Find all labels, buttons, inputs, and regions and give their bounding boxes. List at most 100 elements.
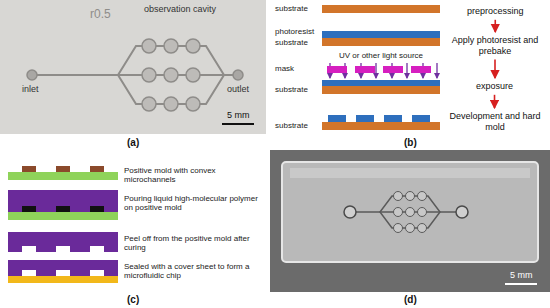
- groove: [56, 270, 70, 276]
- convex-channel: [22, 166, 36, 172]
- process-step: preprocessing: [465, 5, 526, 18]
- panel-label: (b): [404, 137, 417, 149]
- light-source-label: UV or other light source: [339, 51, 423, 60]
- mask-block: [355, 66, 375, 73]
- photo-background: [270, 150, 550, 292]
- polymer-layer: [8, 190, 118, 212]
- step-text: exposure: [476, 81, 513, 92]
- convex-channel: [22, 206, 36, 212]
- port-label: inlet: [22, 84, 39, 94]
- photoresist-block: [384, 115, 402, 122]
- radius-label: r0.5: [90, 8, 111, 22]
- mold-bumps: [22, 166, 104, 172]
- substrate-layer: [322, 86, 440, 94]
- cavity-outline: [118, 46, 224, 104]
- mold-bumps: [22, 206, 104, 212]
- photoresist-layer: [322, 31, 440, 38]
- flow-arrow: [494, 95, 496, 108]
- panel-label: (d): [404, 294, 417, 306]
- layer-label: photoresist: [275, 27, 314, 36]
- outlet-port: [456, 206, 468, 218]
- chamber: [406, 224, 415, 233]
- step-label: Pouring liquid high-molecular polymer on…: [124, 194, 262, 212]
- panel-label: (c): [127, 294, 139, 306]
- scale-bar: [222, 123, 254, 125]
- substrate-layer: [322, 5, 440, 13]
- channel-grooves: [22, 270, 104, 276]
- layer-label: substrate: [275, 4, 308, 13]
- groove: [56, 246, 70, 252]
- step-label: Positive mold with convex microchannels: [124, 166, 262, 184]
- chamber: [164, 39, 178, 53]
- cavity-chambers: [394, 192, 427, 233]
- chamber: [164, 97, 178, 111]
- flow-arrow: [494, 20, 496, 32]
- process-step: Apply photoresist and prebake: [443, 34, 547, 58]
- chamber: [186, 68, 200, 82]
- chamber: [418, 192, 427, 201]
- substrate-layer: [322, 122, 440, 130]
- chamber: [418, 224, 427, 233]
- groove: [22, 246, 36, 252]
- mask-block: [383, 66, 403, 73]
- layer-label: substrate: [275, 121, 308, 130]
- step-label: Peel off from the positive mold after cu…: [124, 234, 262, 252]
- step-label: Sealed with a cover sheet to form a micr…: [124, 262, 262, 280]
- channel-layout: [37, 46, 233, 104]
- cavity-chambers: [142, 39, 200, 111]
- mask-block: [327, 66, 347, 73]
- positive-mold: [8, 172, 118, 180]
- process-step: Development and hard mold: [443, 110, 547, 134]
- chamber: [142, 68, 156, 82]
- convex-channel: [56, 166, 70, 172]
- port-label: outlet: [227, 84, 249, 94]
- chamber: [394, 208, 403, 217]
- chamber: [142, 97, 156, 111]
- inlet-port: [27, 70, 37, 80]
- chamber: [186, 97, 200, 111]
- outlet-channel: [224, 74, 233, 76]
- layer-label: substrate: [275, 38, 308, 47]
- chamber: [406, 208, 415, 217]
- inlet-channel: [356, 211, 380, 213]
- polymer-layer: [8, 260, 118, 276]
- chip-block: [282, 162, 538, 262]
- groove: [22, 270, 36, 276]
- polymer-layer: [8, 232, 118, 252]
- photoresist-block: [412, 115, 430, 122]
- channel-grooves: [22, 246, 104, 252]
- chamber: [164, 68, 178, 82]
- photo-background: [0, 0, 266, 134]
- positive-mold: [8, 212, 118, 220]
- step-text: preprocessing: [467, 6, 524, 17]
- convex-channel: [90, 206, 104, 212]
- photoresist-layer: [322, 80, 440, 86]
- scale-label: 5 mm: [510, 270, 533, 280]
- step-text: Apply photoresist and prebake: [445, 35, 545, 57]
- uv-arrow: [406, 63, 407, 78]
- chamber: [394, 192, 403, 201]
- photoresist-block: [328, 115, 346, 122]
- uv-arrow: [375, 63, 376, 78]
- cover-sheet: [8, 276, 118, 283]
- inlet-channel: [37, 74, 118, 76]
- outlet-channel: [440, 211, 456, 213]
- chamber: [394, 224, 403, 233]
- chip-channels: [356, 196, 456, 228]
- inlet-port: [344, 206, 356, 218]
- step-text: Development and hard mold: [445, 111, 545, 133]
- layer-label: substrate: [275, 85, 308, 94]
- developed-pattern: [328, 115, 430, 122]
- chamber: [142, 39, 156, 53]
- flow-arrow: [494, 60, 496, 78]
- convex-channel: [90, 166, 104, 172]
- outlet-port: [233, 70, 243, 80]
- panel-label: (a): [127, 137, 139, 149]
- groove: [90, 270, 104, 276]
- region-label: observation cavity: [144, 4, 216, 14]
- groove: [90, 246, 104, 252]
- chamber: [418, 208, 427, 217]
- substrate-layer: [322, 38, 440, 46]
- chamber: [186, 39, 200, 53]
- chamber: [406, 192, 415, 201]
